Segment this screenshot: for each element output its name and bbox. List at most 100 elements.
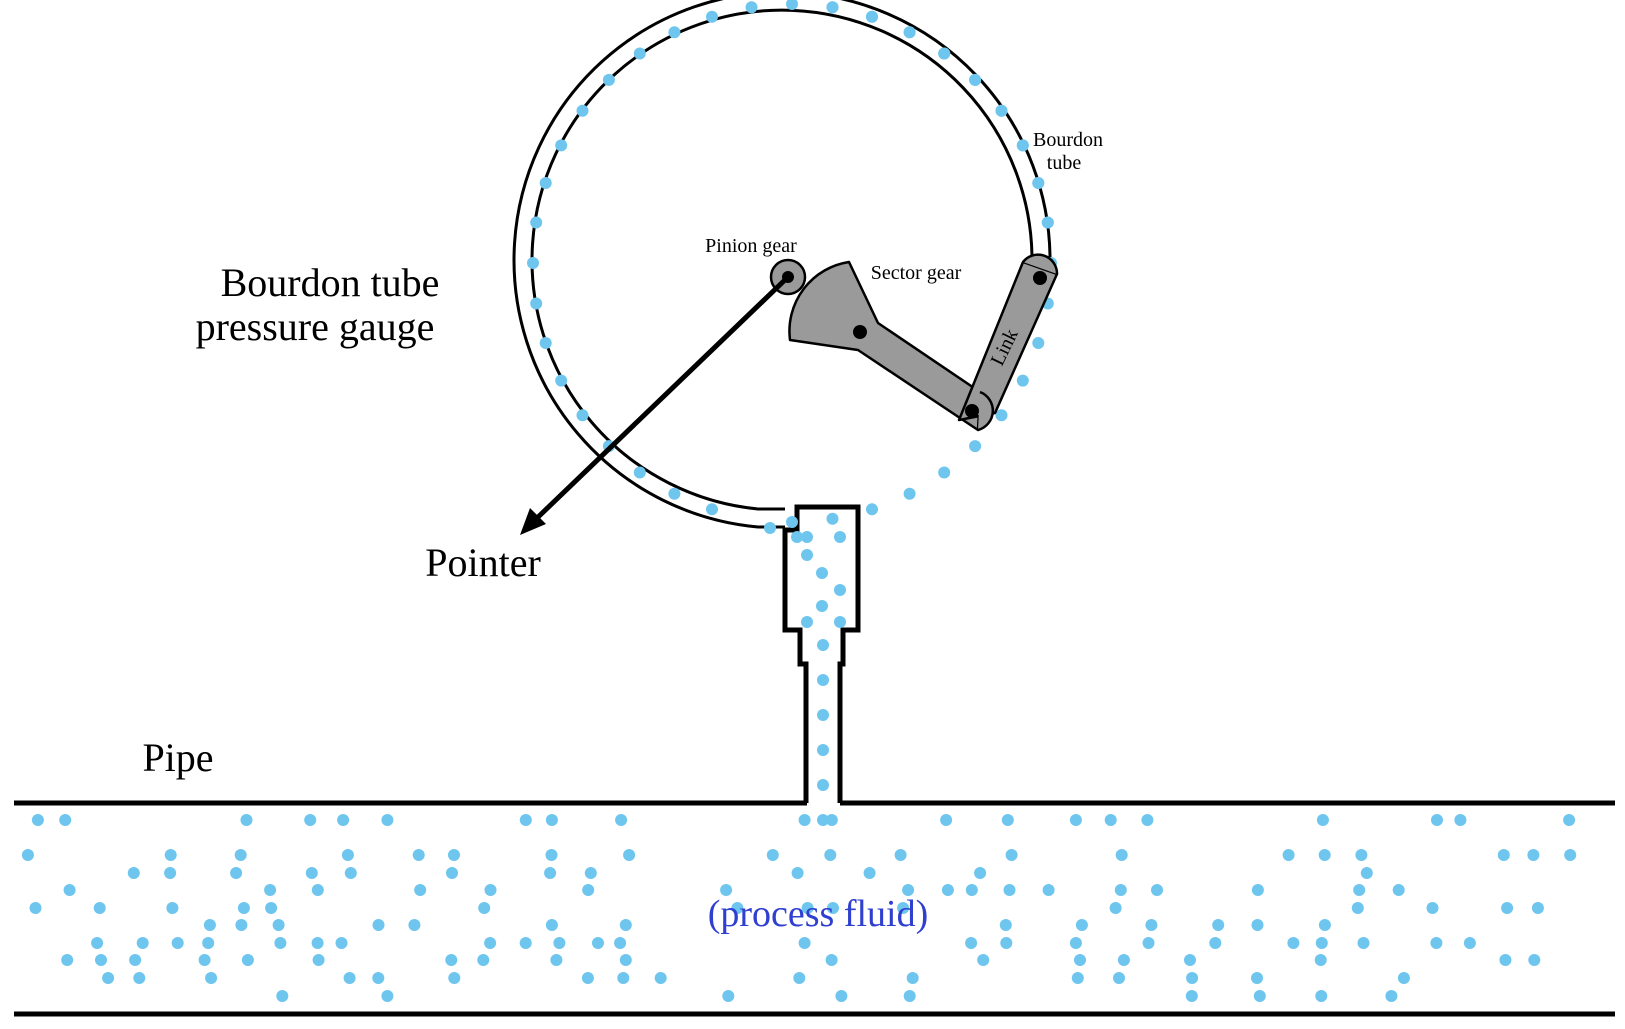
fluid-dot xyxy=(801,902,814,914)
fluid-dot xyxy=(995,409,1008,422)
fluid-dot xyxy=(817,639,829,651)
fluid-dot xyxy=(530,216,543,229)
fluid-dot xyxy=(1251,972,1263,984)
fluid-dot xyxy=(786,516,798,528)
fluid-dot xyxy=(203,919,216,931)
fluid-dot xyxy=(602,73,615,86)
fluid-dot xyxy=(798,937,811,949)
fluid-dot xyxy=(866,10,878,23)
fluid-dot xyxy=(1145,919,1158,931)
fluid-dot xyxy=(1016,139,1029,152)
pointer-label: Pointer xyxy=(425,540,541,585)
fluid-dot xyxy=(1430,937,1443,949)
fluid-dot xyxy=(312,954,325,966)
fluid-dot xyxy=(446,867,458,879)
gauge-socket xyxy=(782,504,861,803)
fluid-dot xyxy=(527,257,539,269)
bourdon-tube-label-line1: Bourdon xyxy=(1033,129,1103,151)
fluid-dot xyxy=(999,919,1012,931)
pipe-label: Pipe xyxy=(142,735,213,780)
fluid-dot xyxy=(29,902,42,914)
pointer-arrowhead xyxy=(520,508,546,535)
fluid-dot xyxy=(1397,972,1410,984)
fluid-dot xyxy=(341,849,354,861)
fluid-dot xyxy=(381,814,394,826)
fluid-dot xyxy=(798,814,811,826)
fluid-dot xyxy=(127,867,140,879)
fluid-dot xyxy=(555,374,568,387)
fluid-dot xyxy=(448,849,460,861)
fluid-dot xyxy=(974,867,987,879)
fluid-dot xyxy=(906,972,919,984)
fluid-dot xyxy=(1114,884,1127,896)
fluid-dot xyxy=(237,902,250,914)
fluid-dot xyxy=(1251,919,1264,931)
fluid-dot xyxy=(202,937,215,949)
fluid-dot xyxy=(1005,849,1018,861)
fluid-dot xyxy=(801,549,813,561)
fluid-dot xyxy=(311,884,324,896)
fluid-dot xyxy=(235,919,248,931)
fluid-dot xyxy=(1563,814,1576,826)
fluid-dot xyxy=(539,337,552,349)
fluid-dot xyxy=(545,849,558,861)
pipe xyxy=(14,800,1615,1017)
fluid-dot xyxy=(863,867,876,879)
fluid-dot xyxy=(63,884,76,896)
fluid-dot xyxy=(1564,849,1577,861)
socket-outline xyxy=(782,504,861,803)
fluid-dot xyxy=(1426,902,1439,914)
sector-gear-body xyxy=(788,260,982,432)
fluid-dot xyxy=(1501,902,1514,914)
pointer-shaft xyxy=(533,275,790,522)
pipe-fluid-dots xyxy=(21,814,1577,1002)
fluid-dot xyxy=(264,884,277,896)
fluid-dot xyxy=(31,814,44,826)
fluid-dot xyxy=(133,972,146,984)
fluid-dot xyxy=(234,849,247,861)
fluid-dot xyxy=(1032,177,1045,189)
fluid-dot xyxy=(241,954,254,966)
fluid-dot xyxy=(1531,902,1544,914)
fluid-dot xyxy=(1142,937,1155,949)
fluid-dot xyxy=(825,954,838,966)
gauge-title-line2: pressure gauge xyxy=(196,304,435,349)
fluid-dot xyxy=(897,902,910,914)
fluid-dot xyxy=(902,884,915,896)
fluid-dot xyxy=(668,487,681,500)
fluid-dot xyxy=(1318,849,1331,861)
fluid-dot xyxy=(1104,814,1117,826)
fluid-dot xyxy=(817,814,829,826)
fluid-dot xyxy=(1016,374,1029,387)
fluid-dot xyxy=(826,1,839,14)
fluid-dot xyxy=(1001,814,1014,826)
fluid-dot xyxy=(545,814,558,826)
fluid-dot xyxy=(550,954,563,966)
fluid-dot xyxy=(786,0,798,10)
sector-gear-label: Sector gear xyxy=(871,262,962,284)
fluid-dot xyxy=(304,814,317,826)
fluid-dot xyxy=(940,814,953,826)
link-bottom-pin xyxy=(965,404,979,418)
sector-arm-end xyxy=(977,390,995,432)
fluid-dot xyxy=(1075,919,1088,931)
stem-fluid-dots xyxy=(791,531,846,826)
fluid-dot xyxy=(276,990,289,1002)
fluid-dot xyxy=(824,849,837,861)
fluid-dot xyxy=(835,990,848,1002)
fluid-dot xyxy=(484,884,497,896)
fluid-dot xyxy=(1392,884,1405,896)
fluid-dot xyxy=(1351,902,1364,914)
fluid-dot xyxy=(1141,814,1154,826)
fluid-dot xyxy=(825,814,838,826)
fluid-dot xyxy=(1360,867,1373,879)
fluid-dot xyxy=(941,884,954,896)
fluid-dot xyxy=(1113,972,1125,984)
fluid-dot xyxy=(164,867,177,879)
fluid-dot xyxy=(1253,990,1266,1002)
fluid-dot xyxy=(1454,814,1467,826)
fluid-dot xyxy=(337,814,350,826)
fluid-dot xyxy=(1184,954,1196,966)
fluid-dot xyxy=(793,972,806,984)
fluid-dot xyxy=(1287,937,1300,949)
